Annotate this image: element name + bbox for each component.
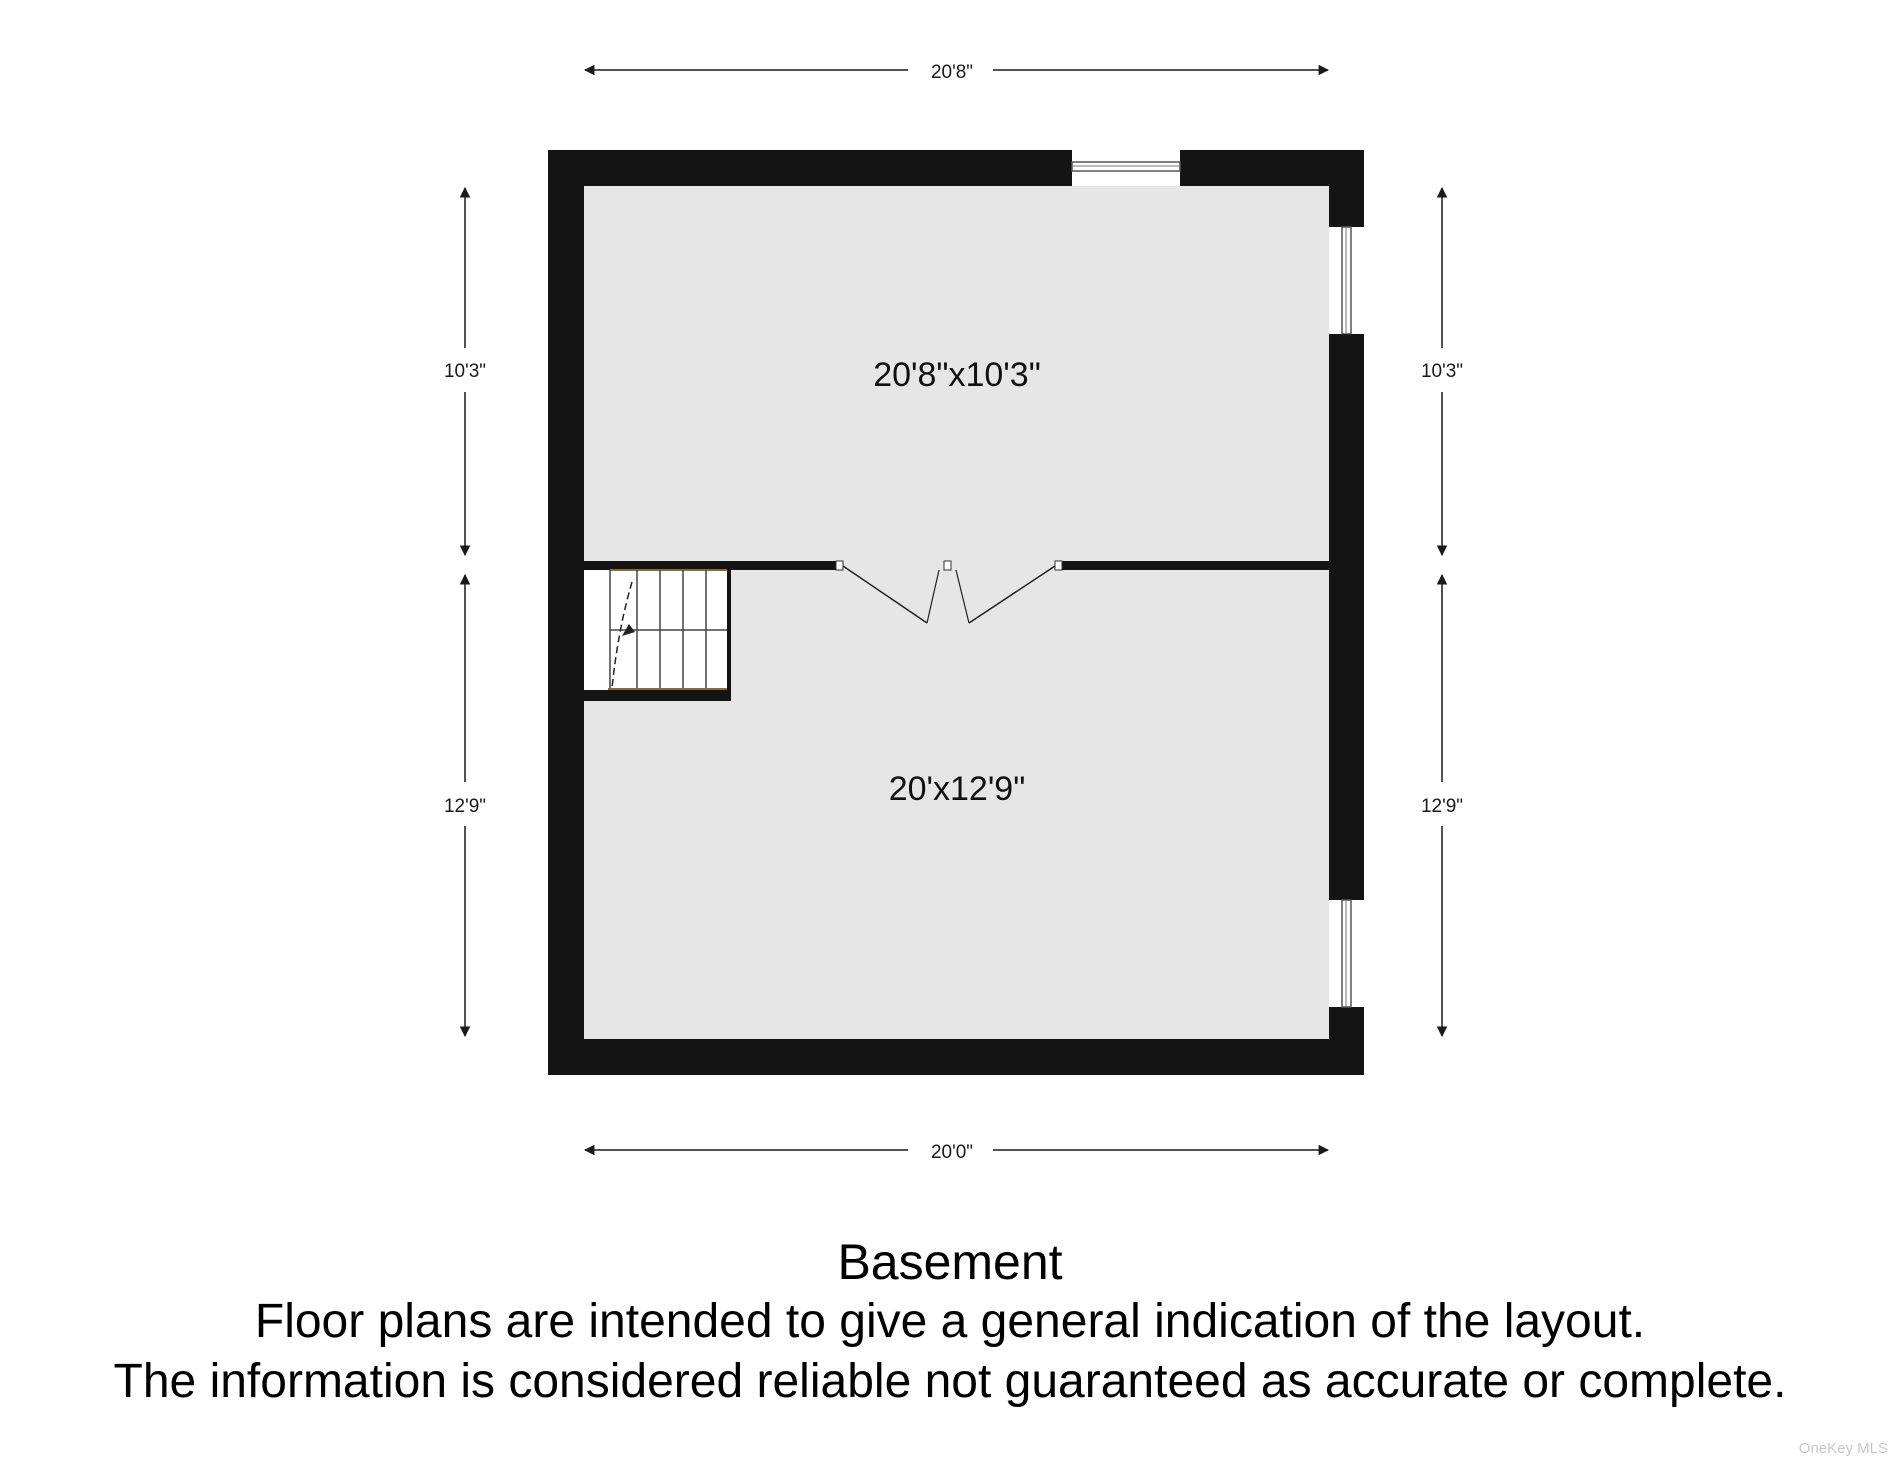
dimension-bottom: 20'0" <box>583 1142 1330 1163</box>
left-wall-stub <box>570 701 573 805</box>
dimension-top-label: 20'8" <box>931 62 973 83</box>
dimension-top: 20'8" <box>583 62 1330 83</box>
floor-title: Basement <box>837 1234 1063 1290</box>
dimension-left-lower-label: 12'9" <box>444 796 486 817</box>
interior-wall-right <box>1060 561 1329 570</box>
dimension-left-upper-label: 10'3" <box>444 361 486 382</box>
dimension-right-upper: 10'3" <box>1421 186 1463 557</box>
watermark: OneKey MLS <box>1798 1440 1888 1457</box>
room-label-lower: 20'x12'9" <box>889 770 1026 808</box>
right-window-upper <box>1329 226 1364 335</box>
dimension-right-lower: 12'9" <box>1421 573 1463 1038</box>
dimension-left-upper: 10'3" <box>444 186 486 557</box>
dimension-right-lower-label: 12'9" <box>1421 796 1463 817</box>
disclaimer-line-2: The information is considered reliable n… <box>113 1355 1787 1408</box>
right-window-lower <box>1329 899 1364 1008</box>
interior-wall-left <box>584 561 838 570</box>
dimension-right-upper-label: 10'3" <box>1421 361 1463 382</box>
staircase <box>584 569 731 701</box>
double-door <box>835 560 1063 624</box>
upper-room-floor <box>584 186 1329 561</box>
dimension-bottom-label: 20'0" <box>931 1142 973 1163</box>
room-label-upper: 20'8"x10'3" <box>873 356 1041 394</box>
top-window <box>1071 150 1181 186</box>
dimension-left-lower: 12'9" <box>444 573 486 1038</box>
disclaimer-line-1: Floor plans are intended to give a gener… <box>254 1295 1646 1348</box>
